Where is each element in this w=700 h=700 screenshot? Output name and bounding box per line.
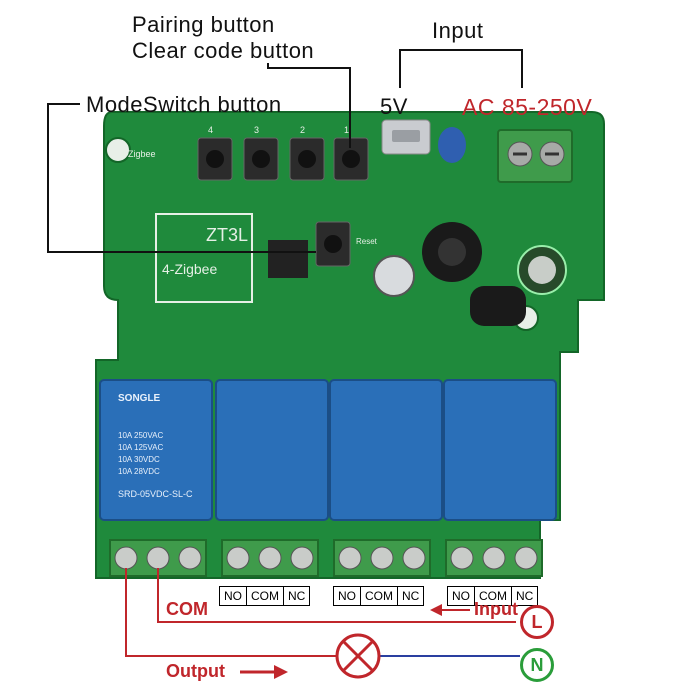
terminal-label-group: NO COM NC (219, 586, 311, 606)
output-wire-label: Output (166, 661, 225, 681)
neutral-terminal-badge: N (520, 648, 554, 682)
input-arrow (430, 604, 470, 616)
terminal-label-nc: NC (288, 589, 306, 603)
ac-range-label: AC 85-250V (462, 94, 593, 120)
zigbee-silkscreen-top: 4-Zigbee (120, 149, 156, 159)
terminal-label-no: NO (334, 587, 361, 605)
input-wire-label: Input (474, 599, 518, 619)
relay-brand: SONGLE (118, 393, 161, 404)
terminal-label-com: COM (475, 587, 512, 605)
relay-rating: 10A 30VDC (118, 455, 160, 464)
clear-code-button-label: Clear code button (132, 38, 315, 63)
terminal-label-no: NO (448, 587, 475, 605)
com-wire-label: COM (166, 599, 208, 619)
terminal-label-nc: NC (402, 589, 420, 603)
callout-lines (47, 49, 523, 253)
terminal-label-nc: NC (516, 589, 534, 603)
module-text-side: 4-Zigbee (162, 261, 218, 277)
relay-rating: 10A 28VDC (118, 467, 160, 476)
button-number-4: 4 (208, 125, 214, 135)
relay-model: SRD-05VDC-SL-C (118, 489, 193, 499)
tactile-buttons (197, 137, 369, 267)
antenna-coil (470, 286, 526, 326)
button-number-3: 3 (254, 125, 260, 135)
relay-rating: 10A 250VAC (118, 431, 164, 440)
wiring-lines (125, 568, 520, 657)
modeswitch-button-label: ModeSwitch button (86, 92, 282, 117)
pairing-button-label: Pairing button (132, 12, 275, 37)
line-terminal-badge: L (520, 605, 554, 639)
input-label: Input (432, 18, 484, 43)
button-number-1: 1 (344, 125, 350, 135)
terminal-label-com: COM (247, 587, 284, 605)
ic-chip (268, 240, 308, 278)
terminal-label-com: COM (361, 587, 398, 605)
terminal-label-no: NO (220, 587, 247, 605)
output-arrow (240, 665, 288, 679)
capacitor-blue (438, 127, 466, 163)
zigbee-module-outline (155, 213, 253, 303)
reset-silkscreen: Reset (356, 237, 377, 246)
button-number-2: 2 (300, 125, 306, 135)
five-volt-label: 5V (380, 94, 408, 119)
terminal-label-group: NO COM NC (333, 586, 425, 606)
relay-rating: 10A 125VAC (118, 443, 164, 452)
terminal-label-group: NO COM NC (447, 586, 539, 606)
lamp-load-icon (335, 633, 381, 679)
capacitor (373, 255, 415, 297)
mount-hole (105, 137, 131, 163)
module-text-main: ZT3L (206, 225, 249, 245)
relays (99, 379, 557, 521)
